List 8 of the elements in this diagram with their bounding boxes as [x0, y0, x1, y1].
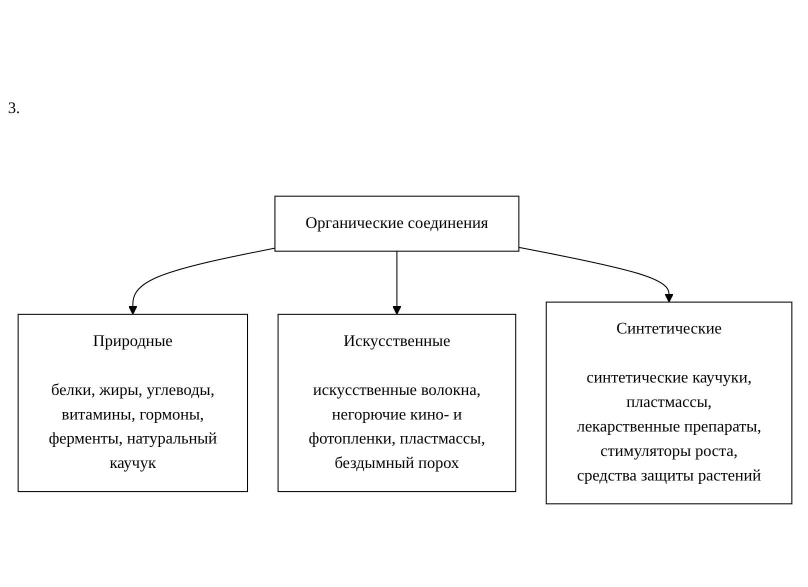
node-box: Органические соединения: [274, 196, 520, 252]
node-box: Искусственные искусственные волокна, негорючие кино- и фотопленки, пластмассы, бездымный порох: [278, 314, 516, 492]
item-number: 3.: [8, 100, 20, 118]
arrow: [128, 248, 276, 315]
arrow: [392, 251, 402, 315]
node-box: Синтетические синтетические каучуки, пластмассы, лекарственные препараты, стимуляторы роста, средства защиты растений: [546, 302, 792, 504]
node-box: Природные белки, жиры, углеводы, витамины, гормоны, ферменты, натуральный каучук: [18, 314, 248, 492]
arrow: [518, 246, 674, 303]
